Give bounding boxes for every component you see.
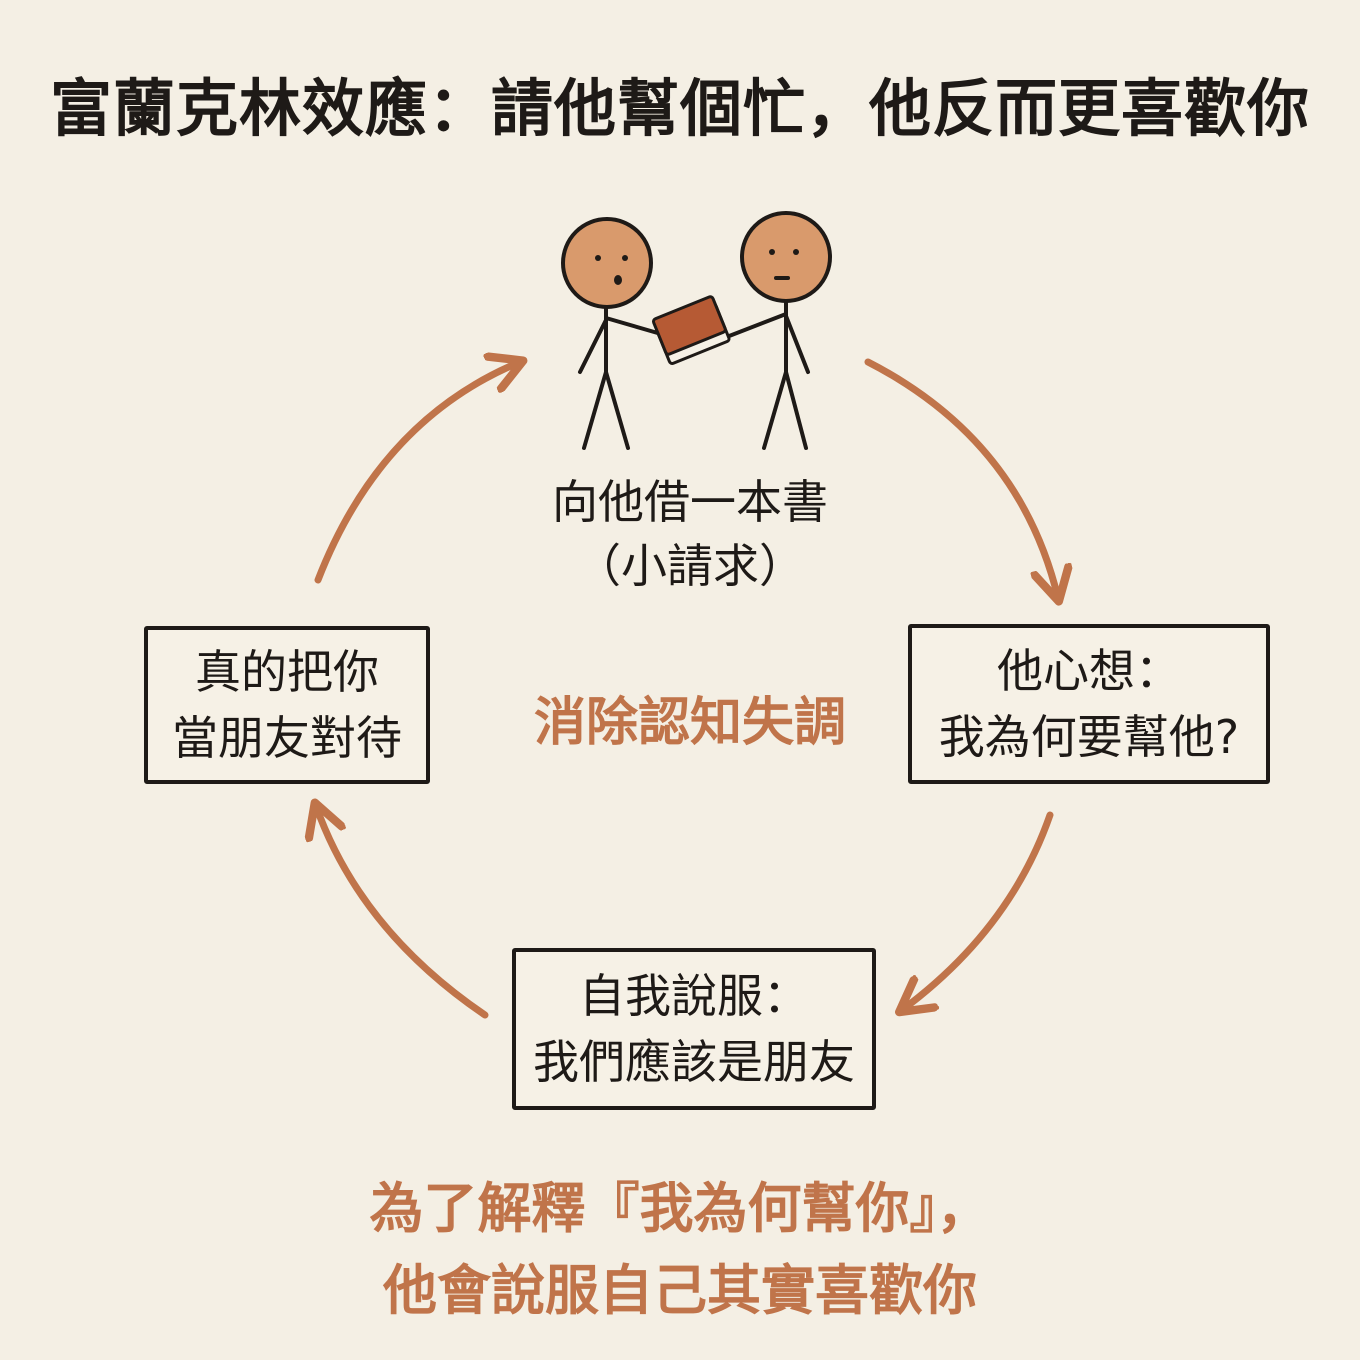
left-node-line1: 真的把你 bbox=[195, 645, 379, 699]
right-node-box: 他心想： 我為何要幫他? bbox=[908, 624, 1270, 784]
bottom-node-line2: 我們應該是朋友 bbox=[533, 1035, 855, 1089]
arrow-right-to-bottom bbox=[902, 811, 1054, 1010]
bottom-node-box: 自我說服： 我們應該是朋友 bbox=[512, 948, 876, 1110]
left-node-line2: 當朋友對待 bbox=[172, 711, 402, 765]
stick-figure-lender-icon bbox=[722, 211, 832, 450]
arrow-top-to-right bbox=[864, 358, 1058, 598]
top-node: 向他借一本書 （小請求） bbox=[470, 470, 910, 598]
arrow-left-to-top bbox=[314, 362, 520, 584]
conclusion-line1: 為了解釋『我為何幫你』， bbox=[369, 1177, 991, 1240]
top-node-line1: 向他借一本書 bbox=[552, 475, 828, 529]
stick-figure-borrower-icon bbox=[561, 217, 670, 450]
center-label: 消除認知失調 bbox=[533, 693, 846, 753]
top-node-line2: （小請求） bbox=[575, 539, 805, 593]
conclusion-line2: 他會說服自己其實喜歡你 bbox=[383, 1259, 977, 1322]
right-node-line2: 我為何要幫他? bbox=[938, 710, 1240, 764]
page-title: 富蘭克林效應：請他幫個忙，他反而更喜歡你 bbox=[49, 72, 1310, 145]
left-node-box: 真的把你 當朋友對待 bbox=[144, 626, 430, 784]
arrow-bottom-to-left bbox=[316, 806, 489, 1019]
conclusion: 為了解釋『我為何幫你』， 他會說服自己其實喜歡你 bbox=[0, 1168, 1360, 1332]
right-node-line1: 他心想： bbox=[997, 644, 1181, 698]
book-icon bbox=[651, 295, 731, 365]
bottom-node-line1: 自我說服： bbox=[579, 969, 809, 1023]
